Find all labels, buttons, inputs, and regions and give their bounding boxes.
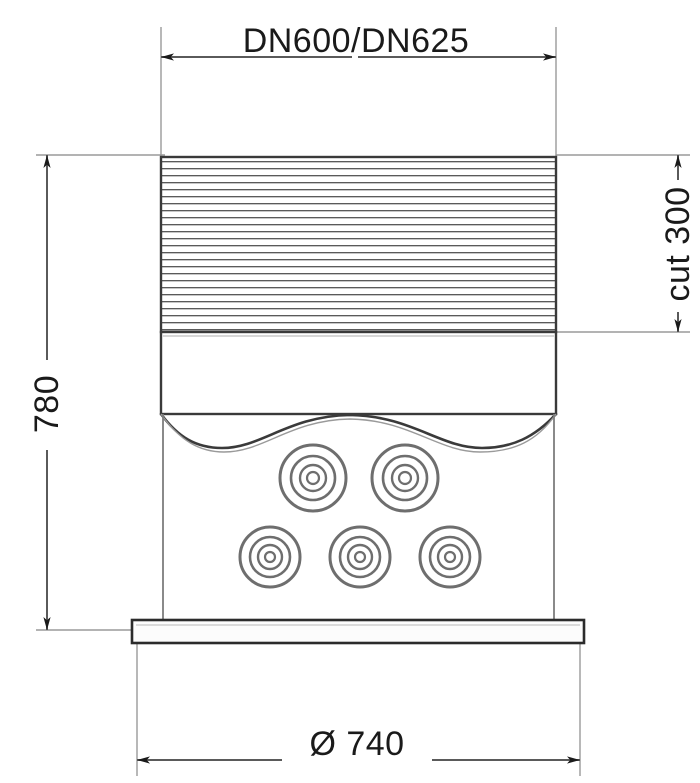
base-plate bbox=[130, 618, 586, 645]
bolt-group-upper bbox=[278, 443, 440, 513]
plain-band bbox=[159, 330, 558, 416]
dimension-right: cut 300 bbox=[659, 155, 697, 332]
dome-profile bbox=[159, 412, 558, 450]
bolt-circle-upper-1 bbox=[278, 443, 348, 513]
bolt-circle-upper-2 bbox=[370, 443, 440, 513]
bolt-circle-lower-2 bbox=[328, 525, 392, 589]
body-outline bbox=[130, 155, 586, 645]
extension-lines bbox=[36, 27, 690, 776]
bolt-circle-lower-3 bbox=[418, 525, 482, 589]
dimension-left: 780 bbox=[28, 155, 66, 630]
dim-label-top: DN600/DN625 bbox=[243, 22, 470, 60]
bolt-circle-lower-1 bbox=[238, 525, 302, 589]
ribbed-shaft bbox=[161, 157, 556, 332]
dim-label-right: cut 300 bbox=[659, 186, 697, 301]
bolt-group-lower bbox=[238, 525, 482, 589]
dimension-bottom: Ø 740 bbox=[137, 725, 580, 764]
dim-label-bottom: Ø 740 bbox=[309, 725, 404, 763]
dimension-top: DN600/DN625 bbox=[161, 22, 556, 61]
dome-profile-shadow bbox=[160, 413, 557, 453]
dim-label-left: 780 bbox=[28, 375, 66, 433]
